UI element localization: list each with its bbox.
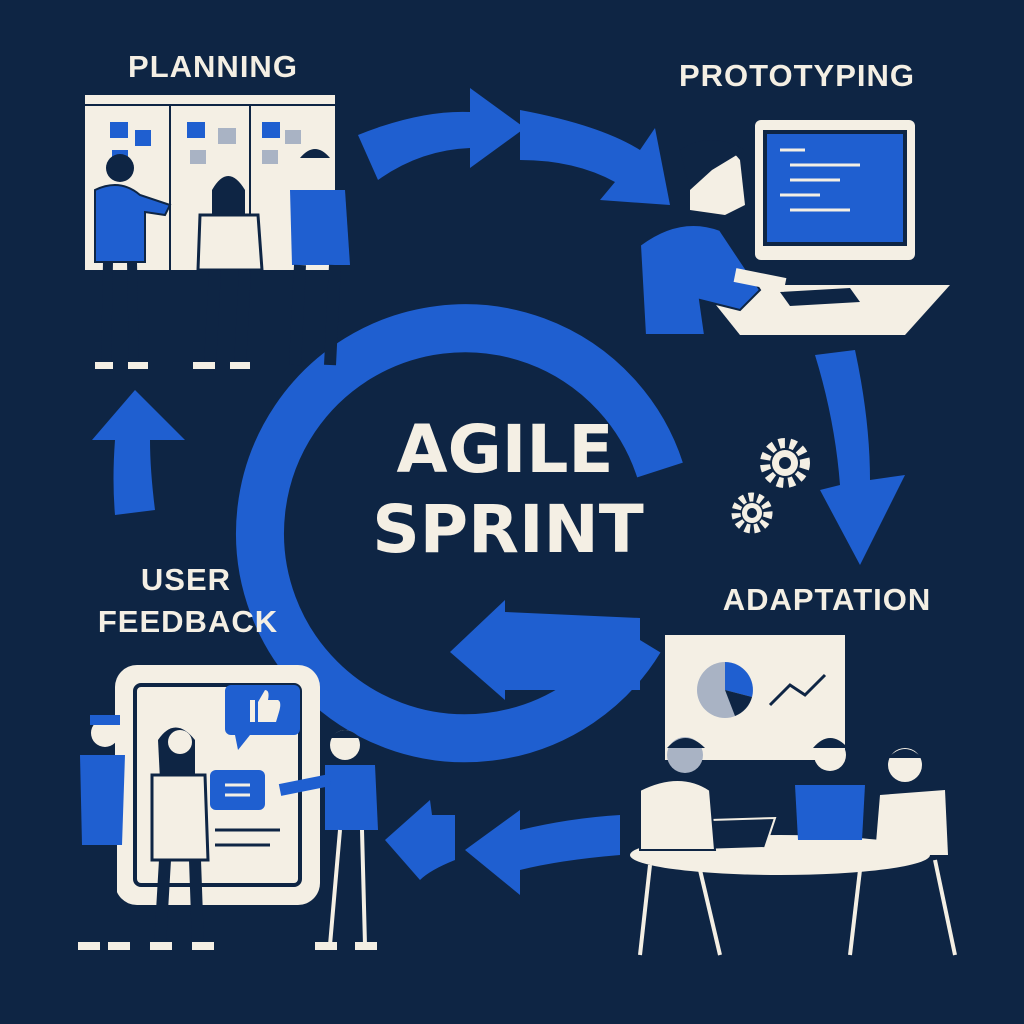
feedback-illustration bbox=[78, 665, 378, 950]
person-center bbox=[193, 176, 264, 369]
feedback-label-line2: FEEDBACK bbox=[98, 604, 278, 639]
person-left-seated bbox=[639, 737, 717, 851]
cycle-arrows bbox=[92, 88, 905, 895]
arrow-planning-to-prototyping-icon bbox=[358, 88, 525, 180]
prototyping-label: PROTOTYPING bbox=[679, 58, 915, 93]
keyboard bbox=[780, 288, 860, 306]
center-title-line2: SPRINT bbox=[372, 491, 644, 568]
arrow-feedback-to-planning-icon bbox=[92, 390, 185, 515]
person-presenter bbox=[94, 154, 172, 369]
person-developer bbox=[638, 140, 787, 336]
desk bbox=[700, 285, 950, 335]
person-left-standing bbox=[78, 715, 130, 950]
prototyping-illustration bbox=[638, 120, 950, 336]
presentation-board bbox=[665, 635, 845, 760]
arrow-adaptation-to-feedback-1-icon bbox=[465, 810, 620, 895]
arrow-to-prototyping-icon bbox=[520, 110, 670, 205]
ring-arrowhead-icon bbox=[450, 600, 505, 700]
center-title-line1: AGILE bbox=[397, 411, 614, 488]
planning-label: PLANNING bbox=[128, 49, 298, 84]
ring-arc bbox=[236, 304, 683, 763]
line-chart-icon bbox=[768, 673, 827, 707]
planning-illustration bbox=[85, 95, 350, 369]
adaptation-illustration bbox=[630, 635, 957, 956]
person-woman bbox=[150, 727, 214, 950]
message-bubble-icon bbox=[210, 770, 265, 810]
arrow-prototyping-to-adaptation-icon bbox=[815, 350, 905, 565]
adaptation-label: ADAPTATION bbox=[723, 582, 932, 617]
person-center-seated bbox=[795, 738, 865, 840]
person-right-seated bbox=[875, 748, 948, 855]
thumbs-up-bubble-icon bbox=[225, 685, 300, 750]
gears-icon bbox=[731, 438, 810, 534]
feedback-label-line1: USER bbox=[141, 562, 231, 597]
person-right bbox=[289, 148, 350, 366]
person-right-pointing bbox=[278, 730, 378, 950]
arrow-adaptation-to-feedback-2-icon bbox=[385, 800, 455, 880]
central-cycle-ring bbox=[236, 304, 683, 763]
ring-tail bbox=[470, 612, 640, 690]
